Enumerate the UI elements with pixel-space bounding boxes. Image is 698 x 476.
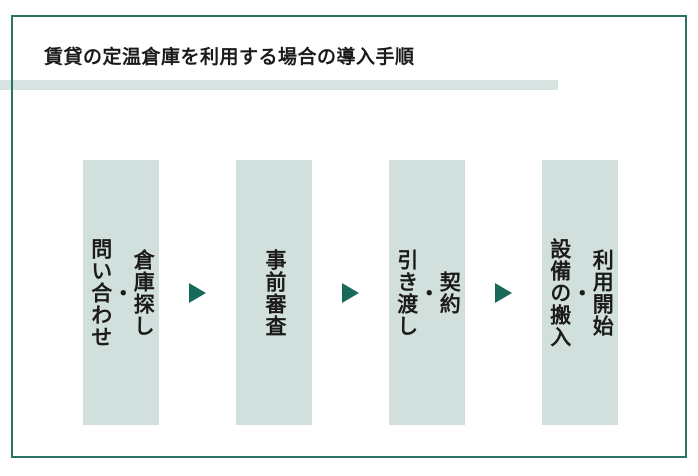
step-label-line1: 契約 (437, 270, 461, 315)
step-box-start-equipment-delivery: 利用開始 ・ 設備の搬入 (542, 160, 618, 425)
step-box-contract-handover: 契約 ・ 引き渡し (389, 160, 465, 425)
diagram-title: 賃貸の定温倉庫を利用する場合の導入手順 (44, 47, 415, 68)
title-underline-bar (0, 80, 558, 90)
step-label-line2: 設備の搬入 (547, 237, 571, 348)
step-label-line1: 事前審査 (263, 248, 287, 337)
step-label-line1: 倉庫探し (131, 248, 155, 337)
arrow-right-icon (342, 282, 359, 303)
nakaguro-dot: ・ (569, 281, 593, 304)
step-label-line1: 利用開始 (590, 248, 614, 337)
diagram-frame (11, 15, 687, 458)
step-label-line2: 問い合わせ (88, 237, 112, 348)
arrow-right-icon (495, 282, 512, 303)
steps-row: 倉庫探し ・ 問い合わせ 事前審査 契約 ・ 引き渡し 利用開始 ・ 設備の搬入 (83, 160, 618, 425)
step-box-screening: 事前審査 (236, 160, 312, 425)
nakaguro-dot: ・ (416, 281, 440, 304)
nakaguro-dot: ・ (110, 281, 134, 304)
arrow-right-icon (189, 282, 206, 303)
step-box-search-inquiry: 倉庫探し ・ 問い合わせ (83, 160, 159, 425)
step-label-line2: 引き渡し (394, 248, 418, 337)
